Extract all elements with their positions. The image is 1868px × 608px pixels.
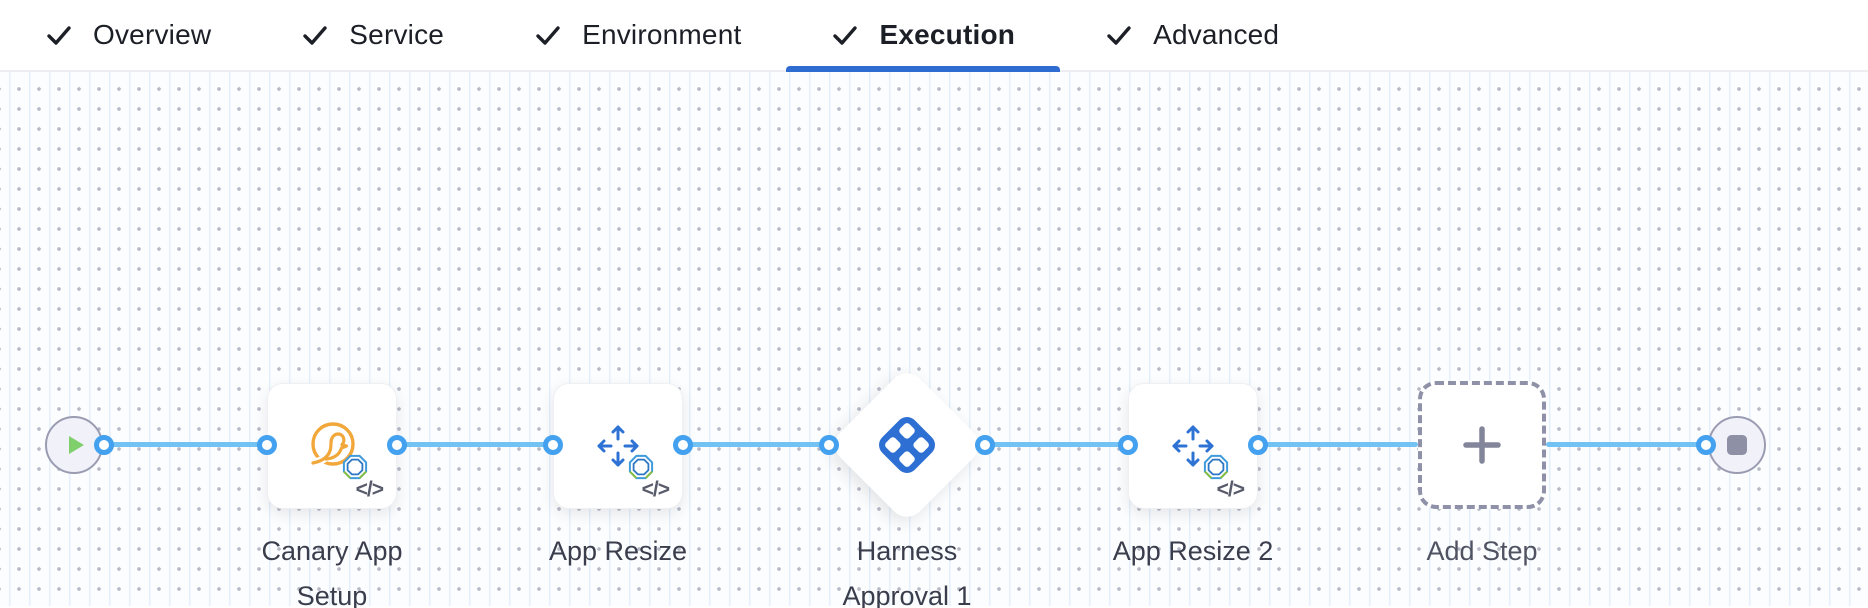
- check-icon: [45, 21, 75, 49]
- port[interactable]: [975, 435, 995, 455]
- step-label-app-resize-2: App Resize 2: [1112, 536, 1274, 566]
- edge-step1-step2: [397, 442, 553, 447]
- port[interactable]: [94, 435, 114, 455]
- tab-service[interactable]: Service: [256, 0, 489, 70]
- tab-label: Overview: [93, 19, 212, 50]
- add-step-button[interactable]: [1418, 381, 1546, 509]
- tanzu-octagon-icon: [1203, 454, 1229, 480]
- plus-icon: [1463, 426, 1501, 464]
- tab-environment[interactable]: Environment: [489, 0, 786, 70]
- start-node: [45, 416, 103, 474]
- port[interactable]: [1696, 435, 1716, 455]
- edge-start-step1: [104, 442, 267, 447]
- port[interactable]: [543, 435, 563, 455]
- port[interactable]: [1118, 435, 1138, 455]
- port[interactable]: [1248, 435, 1268, 455]
- step-label-harness-approval-1: Harness Approval 1: [842, 536, 972, 608]
- resize-arrows-icon: [1172, 425, 1214, 467]
- port[interactable]: [387, 435, 407, 455]
- tab-label: Advanced: [1153, 19, 1280, 50]
- check-icon: [301, 21, 331, 49]
- step-diamond-harness-approval[interactable]: [827, 365, 987, 525]
- end-node: [1708, 416, 1766, 474]
- port[interactable]: [819, 435, 839, 455]
- tab-overview[interactable]: Overview: [0, 0, 256, 70]
- tab-advanced[interactable]: Advanced: [1060, 0, 1324, 70]
- step-card-app-resize[interactable]: </>: [553, 383, 683, 509]
- check-icon: [1105, 21, 1135, 49]
- tab-label: Service: [349, 19, 445, 50]
- tab-execution[interactable]: Execution: [786, 0, 1061, 72]
- tab-label: Environment: [582, 19, 742, 50]
- tanzu-octagon-icon: [342, 454, 368, 480]
- check-icon: [831, 21, 861, 49]
- yaml-code-badge: </>: [355, 478, 384, 501]
- resize-arrows-icon: [597, 425, 639, 467]
- step-card-canary-app-setup[interactable]: </>: [267, 383, 397, 509]
- step-label-canary-app-setup: Canary App Setup: [261, 536, 403, 608]
- edge-step3-step4: [985, 442, 1128, 447]
- step-card-app-resize-2[interactable]: </>: [1128, 383, 1258, 509]
- tanzu-octagon-icon: [628, 454, 654, 480]
- stop-icon: [1727, 435, 1747, 455]
- pipeline-canvas[interactable]: </> </>: [0, 72, 1868, 608]
- step-label-app-resize: App Resize: [548, 536, 688, 566]
- port[interactable]: [673, 435, 693, 455]
- step-wizard-tabbar: Overview Service Environment Execution A…: [0, 0, 1868, 72]
- active-tab-underline: [786, 66, 1061, 72]
- check-icon: [534, 21, 564, 49]
- canary-icon: [309, 422, 355, 467]
- yaml-code-badge: </>: [641, 478, 670, 501]
- edge-step4-addstep: [1258, 442, 1418, 447]
- edge-addstep-end: [1546, 442, 1706, 447]
- edge-step2-step3: [683, 442, 829, 447]
- step-label-add-step: Add Step: [1426, 536, 1538, 566]
- yaml-code-badge: </>: [1216, 478, 1245, 501]
- port[interactable]: [257, 435, 277, 455]
- play-icon: [69, 436, 84, 454]
- tab-label: Execution: [879, 19, 1016, 50]
